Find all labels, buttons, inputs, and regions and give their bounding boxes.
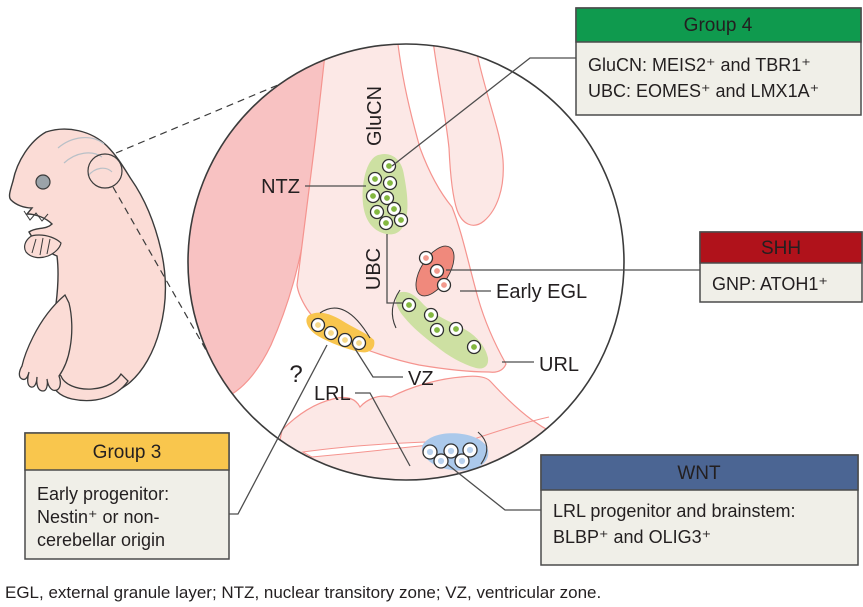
shh-body-line1: GNP: ATOH1⁺	[712, 274, 828, 294]
hindbrain-highlight-circle	[87, 153, 123, 189]
group3-connector-line	[229, 344, 328, 515]
glucn-label: GluCN	[364, 86, 386, 146]
lrl-label: LRL	[314, 383, 351, 405]
group3-title: Group 3	[93, 442, 162, 463]
early-egl-label: Early EGL	[496, 281, 587, 303]
lrl-pointer-line	[355, 392, 411, 467]
egl-boundary-arc	[391, 289, 401, 329]
ubc-bracket-line	[386, 234, 402, 304]
ubc-cell-cluster	[401, 297, 482, 355]
embryo-mouth-line	[23, 210, 49, 222]
ubc-label: UBC	[363, 248, 385, 290]
vz-cell-cluster	[310, 317, 367, 351]
mouse-embryo-illustration	[8, 128, 167, 402]
group3-header	[24, 432, 230, 471]
callout-group3: Group 3 Early progenitor: Nestin⁺ or non…	[24, 432, 230, 560]
ntz-label: NTZ	[261, 176, 300, 198]
magnifier-dashed-lines	[112, 76, 298, 358]
wnt-body-line2: BLBP⁺ and OLIG3⁺	[553, 527, 711, 547]
group3-body-line3: cerebellar origin	[37, 530, 165, 550]
wnt-body-line1: LRL progenitor and brainstem:	[553, 501, 795, 521]
embryo-front-paw	[24, 234, 62, 259]
group4-title: Group 4	[684, 15, 753, 36]
group4-body-line1: GluCN: MEIS2⁺ and TBR1⁺	[588, 55, 811, 75]
callout-shh: SHH GNP: ATOH1⁺	[699, 231, 863, 303]
group4-connector-line	[391, 57, 576, 167]
group4-body-line2: UBC: EOMES⁺ and LMX1A⁺	[588, 81, 819, 101]
figure-caption: EGL, external granule layer; NTZ, nuclea…	[5, 583, 601, 602]
diagram-annotations: NTZ GluCN UBC Early EGL URL VZ LRL ?	[261, 86, 587, 467]
callout-group4: Group 4 GluCN: MEIS2⁺ and TBR1⁺ UBC: EOM…	[575, 7, 862, 116]
unknown-origin-label: ?	[289, 361, 302, 388]
vz-pointer-line	[351, 343, 403, 378]
lrl-boundary-arc	[477, 431, 488, 465]
group3-body-line2: Nestin⁺ or non-	[37, 507, 160, 527]
wnt-header	[540, 454, 859, 491]
magnifier-lens-circle	[187, 43, 625, 481]
callout-connectors	[229, 57, 700, 515]
lrl-cell-cluster	[422, 442, 478, 469]
group3-body-line1: Early progenitor:	[37, 484, 169, 504]
embryo-hind-foot	[18, 293, 73, 392]
wnt-title: WNT	[677, 463, 721, 484]
callout-wnt: WNT LRL progenitor and brainstem: BLBP⁺ …	[540, 454, 859, 566]
early-egl-cell-cluster	[418, 250, 452, 293]
shh-header	[699, 231, 863, 264]
wnt-connector-line	[446, 463, 541, 511]
vz-boundary-arc	[319, 307, 371, 339]
vz-label: VZ	[408, 368, 434, 390]
group4-header	[575, 7, 862, 43]
embryo-paw-fingers	[31, 237, 51, 256]
embryo-eye	[35, 174, 51, 190]
url-label: URL	[539, 354, 579, 376]
tissue-fold-lobe	[429, 44, 504, 226]
shh-title: SHH	[761, 238, 801, 259]
glucn-cell-cluster	[365, 158, 409, 231]
